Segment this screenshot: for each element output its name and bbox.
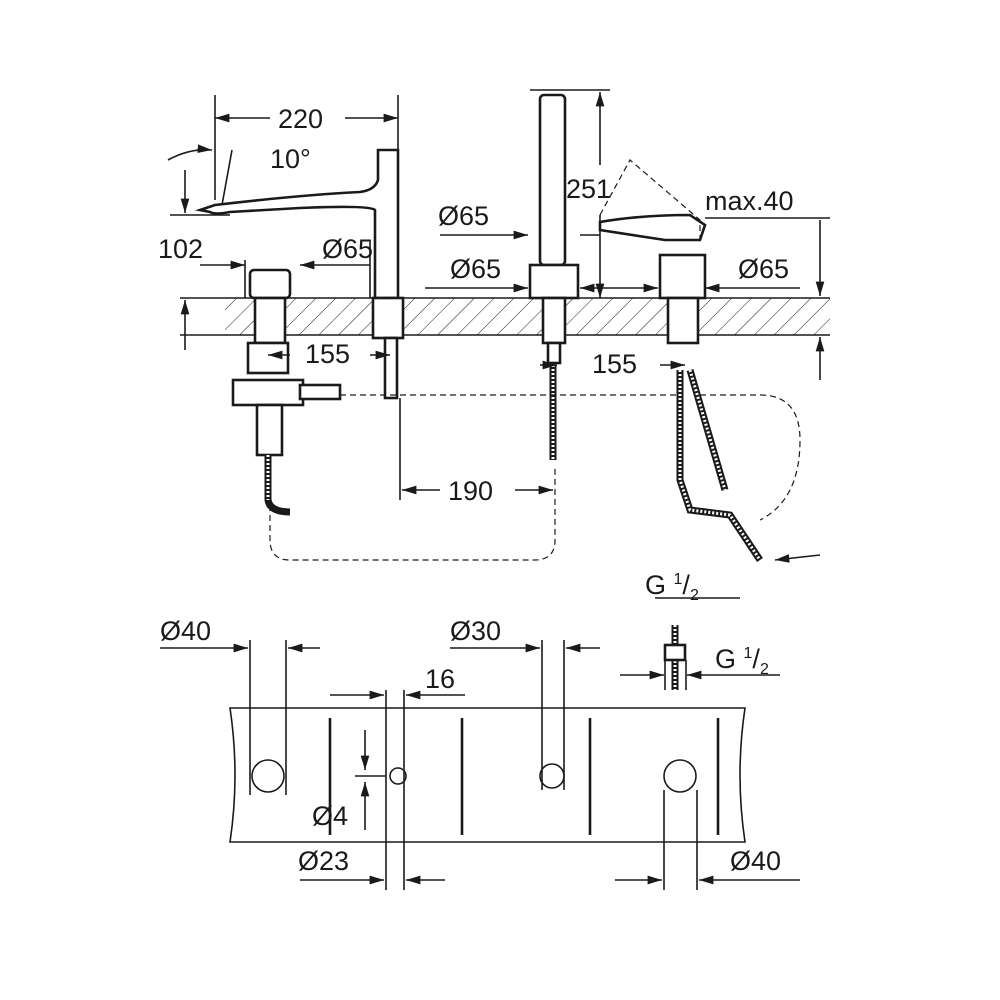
spout	[194, 148, 405, 400]
hose-loop-left	[269, 465, 556, 561]
dim-max40: max.40	[705, 186, 794, 216]
cutout-plate	[160, 640, 800, 890]
dim-155-left: 155	[305, 339, 350, 369]
dim-16: 16	[425, 664, 455, 694]
dim-102: 102	[158, 234, 203, 264]
dim-shower-diameter: Ø65	[450, 254, 501, 284]
cutout-view-labels: Ø40 Ø30 16 Ø4 Ø23 Ø40	[160, 616, 781, 876]
hole-right	[663, 759, 697, 793]
dim-hole-left: Ø40	[160, 616, 211, 646]
dim-23: Ø23	[298, 846, 349, 876]
dim-hole-center: Ø30	[450, 616, 501, 646]
hole-center	[539, 763, 565, 789]
dim-hole-right: Ø40	[730, 846, 781, 876]
dim-small-hole: Ø4	[312, 801, 348, 831]
thread-label-side: G 1/2	[645, 570, 699, 604]
hole-left	[251, 759, 285, 793]
dim-mixer-diameter: Ø65	[738, 254, 789, 284]
dimension-lines	[167, 89, 830, 599]
dim-220: 220	[278, 104, 323, 134]
hand-shower	[528, 93, 580, 460]
dim-10deg: 10°	[270, 144, 311, 174]
hose-loop-right	[700, 394, 801, 521]
dim-190: 190	[448, 476, 493, 506]
dim-spout-diameter: Ø65	[322, 234, 373, 264]
mixer-lever	[598, 159, 763, 562]
hole-small	[389, 767, 407, 785]
thread-label-connector: G 1/2	[715, 644, 769, 678]
countertop-section	[180, 297, 830, 336]
connector-detail: G 1/2	[620, 625, 780, 690]
side-view-labels: 220 10° 102 Ø65 Ø65 Ø65 251 max.40 Ø65 1…	[158, 104, 794, 604]
dim-shower-top-diameter: Ø65	[438, 201, 489, 231]
dim-251: 251	[566, 174, 611, 204]
dim-155-right: 155	[592, 349, 637, 379]
